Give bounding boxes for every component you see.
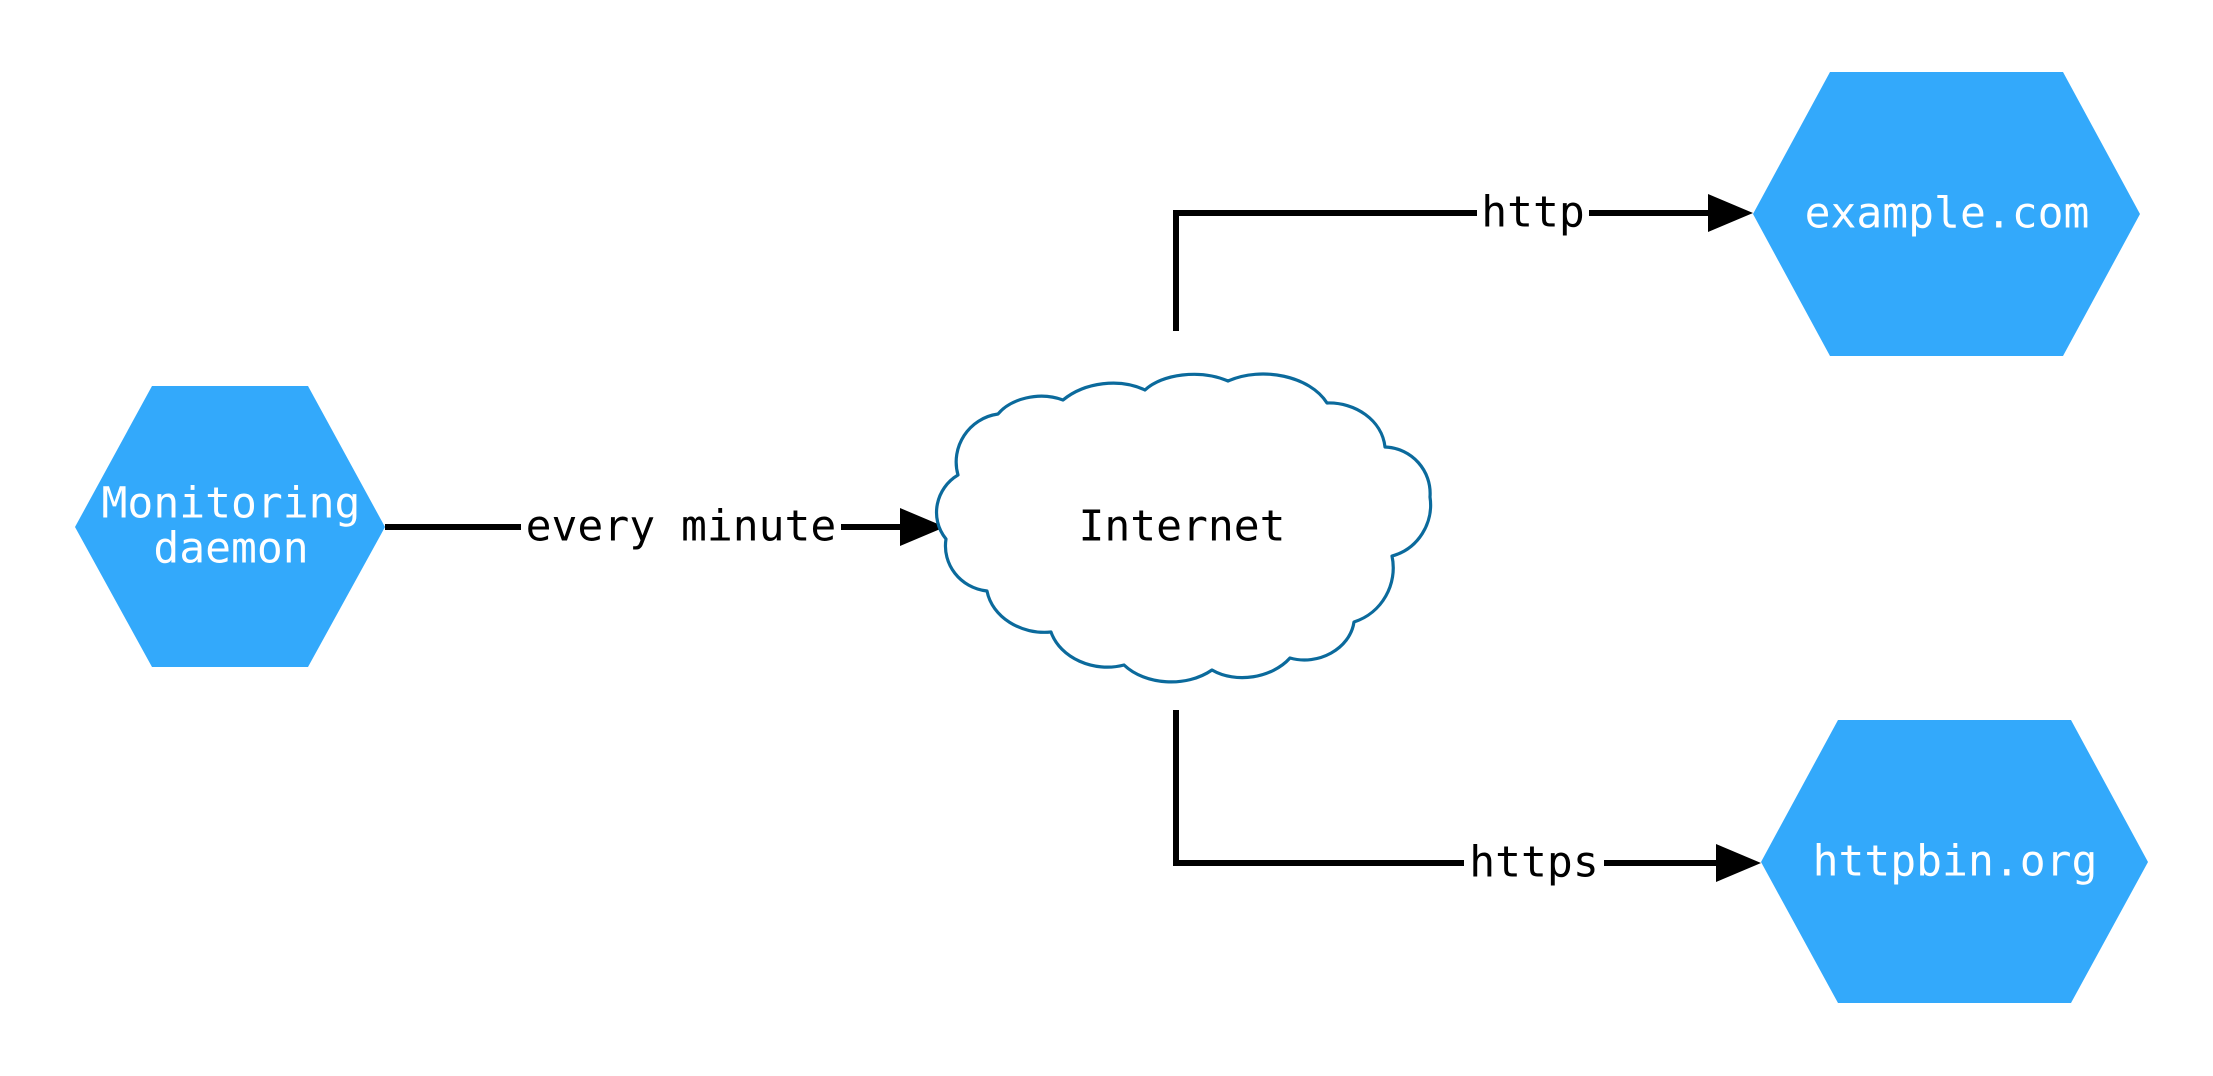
edge-label-every-minute: every minute <box>526 502 837 552</box>
edge-internet-to-example[interactable]: http <box>1173 188 1753 332</box>
arrowhead-every-minute <box>900 508 945 546</box>
node-label-internet: Internet <box>1078 502 1285 552</box>
arrowhead-http <box>1708 194 1753 232</box>
edge-internet-to-httpbin[interactable]: https <box>1173 710 1761 888</box>
edge-line-https <box>1173 710 1748 866</box>
hexagon-shape-httpbin-org <box>1761 720 2148 1003</box>
arrowhead-https <box>1716 844 1761 882</box>
node-label-example-com: example.com <box>1805 189 2090 239</box>
node-example-com[interactable]: example.com <box>1753 72 2140 356</box>
node-internet[interactable]: Internet <box>934 372 1433 684</box>
edge-label-https: https <box>1469 838 1598 888</box>
node-monitoring-daemon[interactable]: Monitoring daemon <box>75 386 385 667</box>
edge-label-backdrop-https <box>1464 839 1604 887</box>
edge-label-http: http <box>1481 188 1585 238</box>
cloud-shape-internet <box>934 372 1433 684</box>
node-label-monitoring-daemon-line1: Monitoring <box>102 479 361 529</box>
edge-daemon-to-internet[interactable]: every minute <box>385 502 945 552</box>
edge-label-backdrop-every-minute <box>521 503 841 551</box>
node-label-httpbin-org: httpbin.org <box>1813 837 2098 887</box>
node-label-monitoring-daemon-line2: daemon <box>153 524 308 574</box>
node-httpbin-org[interactable]: httpbin.org <box>1761 720 2148 1003</box>
hexagon-shape-monitoring-daemon <box>75 386 385 667</box>
edge-label-backdrop-http <box>1477 189 1589 237</box>
edge-line-http <box>1173 210 1740 331</box>
hexagon-shape-example-com <box>1753 72 2140 356</box>
